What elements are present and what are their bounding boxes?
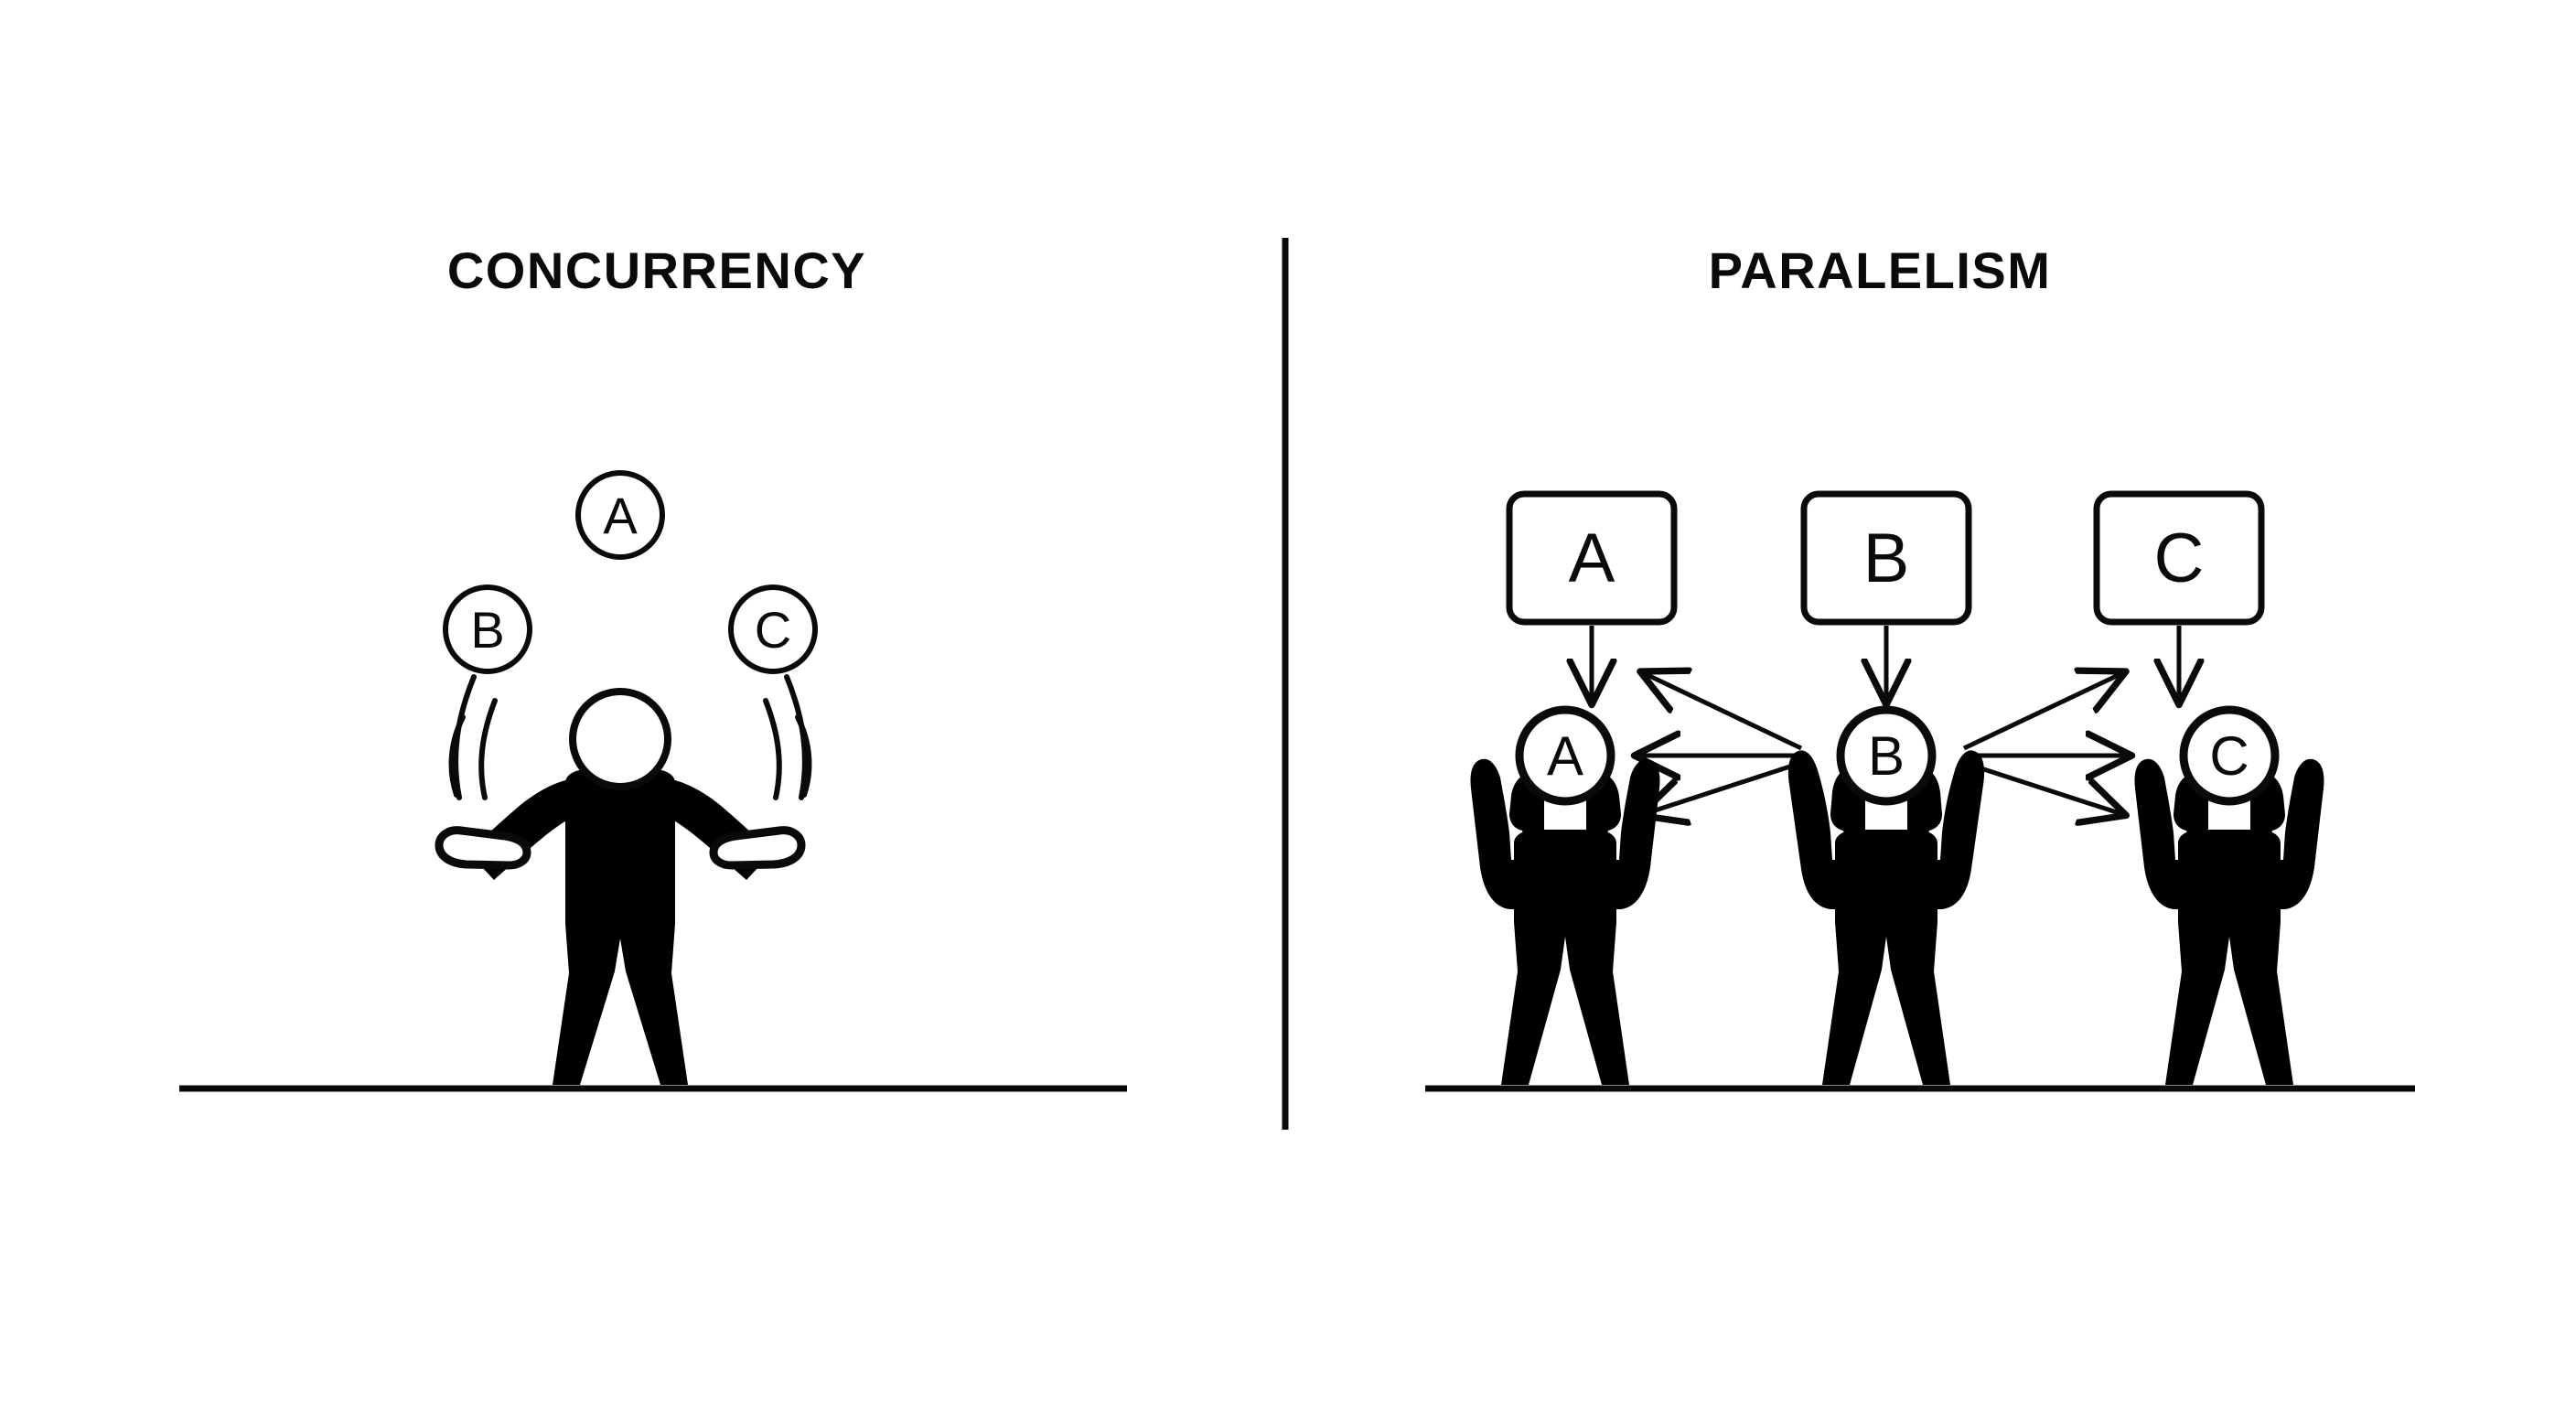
- relation-arrows: [1638, 673, 2128, 814]
- motion-arc-right-3: [795, 714, 812, 798]
- juggled-ball-a: A: [575, 470, 665, 560]
- task-box-a-rect: [1506, 490, 1678, 626]
- task-box-c-label: C: [2154, 520, 2205, 597]
- task-box-a-label: A: [1569, 520, 1615, 597]
- worker-c-torso-legs: [2165, 830, 2293, 1085]
- relation-arrow-b-to-a-upper: [1644, 673, 1803, 751]
- right-panel: PARALELISM A B C: [1425, 241, 2415, 1092]
- task-box-b-label: B: [1863, 520, 1910, 597]
- task-box-c[interactable]: C: [2093, 490, 2265, 626]
- worker-figure-a: A: [1470, 705, 1660, 1085]
- worker-b-head-label: B: [1868, 725, 1905, 787]
- worker-c-head-label: C: [2209, 725, 2249, 787]
- right-panel-title: PARALELISM: [1709, 241, 2052, 299]
- motion-arc-right-2: [763, 698, 782, 800]
- worker-a-head-label: A: [1547, 725, 1583, 787]
- worker-figure-b: B: [1787, 705, 1985, 1085]
- juggler-left-palm: [435, 826, 531, 870]
- juggled-ball-c: C: [728, 585, 818, 674]
- worker-b-head: [1836, 705, 1937, 806]
- feed-arrows: [1592, 626, 2179, 701]
- motion-arcs-left-hand: [448, 674, 498, 800]
- ball-a-label: A: [603, 487, 638, 544]
- left-panel-title: CONCURRENCY: [447, 241, 866, 299]
- juggler-right-palm: [709, 826, 806, 870]
- worker-figure-c: C: [2134, 705, 2324, 1085]
- relation-arrow-b-to-a-lower: [1644, 760, 1802, 814]
- motion-arcs-right-hand: [763, 674, 812, 800]
- left-panel: CONCURRENCY A B C: [179, 241, 1127, 1092]
- ball-c-circle: [728, 585, 818, 674]
- worker-c-head: [2179, 705, 2280, 806]
- worker-b-torso-legs: [1822, 830, 1950, 1085]
- task-box-b[interactable]: B: [1800, 490, 1972, 626]
- relation-arrow-b-to-c-lower: [1963, 760, 2122, 814]
- task-box-c-rect: [2093, 490, 2265, 626]
- juggled-ball-b: B: [443, 585, 532, 674]
- relation-arrow-b-to-c-upper: [1962, 673, 2122, 751]
- ball-b-circle: [443, 585, 532, 674]
- task-box-a[interactable]: A: [1506, 490, 1678, 626]
- juggler-figure: [435, 688, 806, 1085]
- motion-arc-left-3: [448, 714, 466, 798]
- worker-a-head: [1515, 705, 1615, 806]
- ball-c-label: C: [755, 601, 791, 659]
- ball-a-circle: [575, 470, 665, 560]
- ball-b-label: B: [470, 601, 504, 659]
- juggler-head: [569, 688, 671, 790]
- worker-a-torso-legs: [1501, 830, 1629, 1085]
- juggler-torso-legs: [553, 769, 688, 1085]
- task-box-b-rect: [1800, 490, 1972, 626]
- motion-arc-left-2: [478, 698, 498, 800]
